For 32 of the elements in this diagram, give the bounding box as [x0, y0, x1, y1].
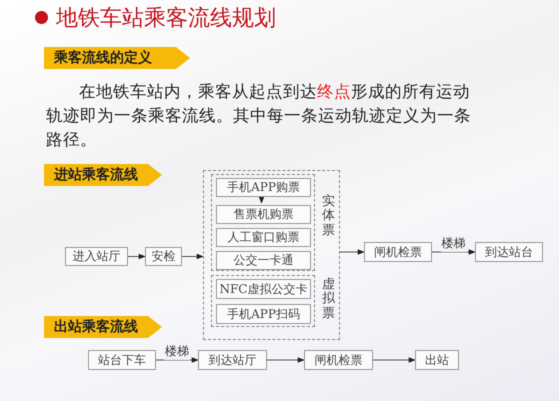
- edge-label: 楼梯: [164, 343, 190, 360]
- arrow: [432, 249, 476, 255]
- group-heading: 虚拟票: [322, 278, 335, 321]
- process-box: 公交一卡通: [216, 251, 311, 270]
- process-box: 到达站台: [475, 242, 543, 262]
- process-box: NFC虚拟公交卡: [216, 279, 311, 299]
- process-box: 安检: [145, 247, 182, 266]
- section-banner: 乘客流线的定义: [44, 47, 190, 69]
- group-heading: 实体票: [322, 195, 335, 238]
- arrow: [372, 357, 416, 363]
- process-box: 出站: [415, 350, 459, 370]
- section-banner: 出站乘客流线: [44, 316, 162, 338]
- arrow: [182, 254, 204, 260]
- title: 地铁车站乘客流线规划: [56, 5, 276, 33]
- edge-label: 楼梯: [440, 235, 466, 252]
- dashed-group-box: [203, 170, 340, 340]
- arrow: [266, 357, 305, 363]
- process-box: 售票机购票: [216, 205, 311, 224]
- arrow: [340, 249, 365, 255]
- process-box: 闸机检票: [304, 350, 373, 370]
- section-banner: 进站乘客流线: [44, 164, 162, 186]
- arrow: [156, 357, 199, 363]
- process-box: 闸机检票: [364, 242, 432, 262]
- process-box: 手机APP购票: [216, 178, 311, 197]
- arrow: [258, 194, 264, 204]
- process-box: 到达站厅: [198, 350, 267, 370]
- process-box: 进入站厅: [65, 247, 128, 266]
- process-box: 手机APP扫码: [216, 304, 311, 324]
- process-box: 人工窗口购票: [216, 228, 311, 247]
- arrow: [128, 254, 146, 260]
- process-box: 站台下车: [88, 350, 156, 370]
- definition-paragraph: 在地铁车站内，乘客从起点到达终点形成的所有运动轨迹即为一条乘客流线。其中每一条运动轨迹定义为一条路径。: [46, 81, 472, 151]
